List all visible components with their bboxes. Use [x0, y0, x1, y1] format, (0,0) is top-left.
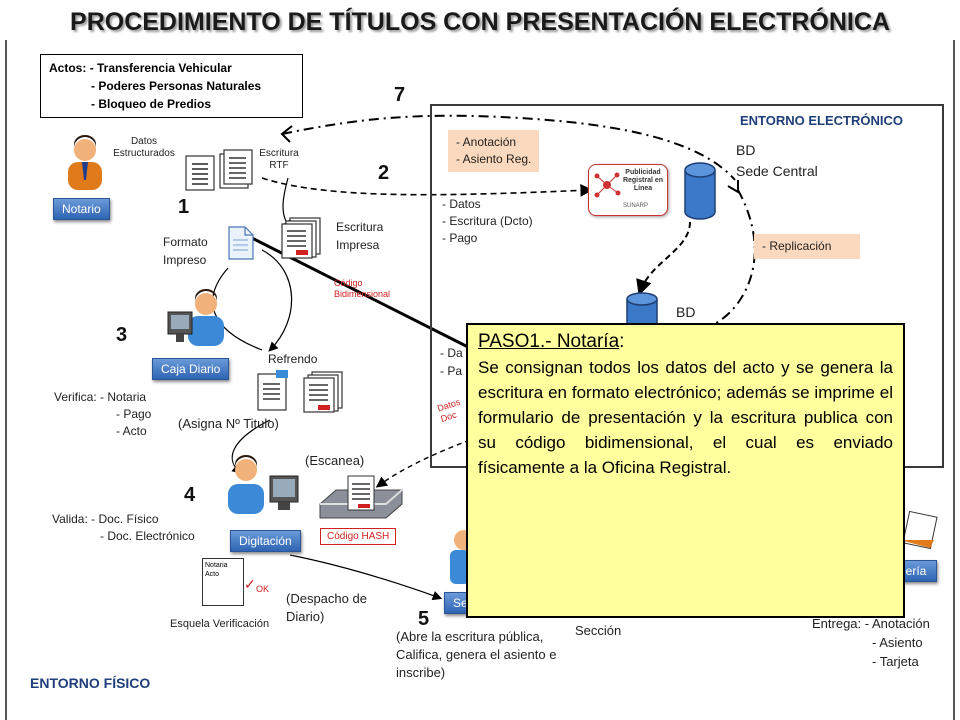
esquela-document-icon: Notaria Acto — [202, 558, 244, 606]
structured-documents-icon — [185, 149, 253, 191]
anotacion-box: - Anotación - Asiento Reg. — [448, 130, 540, 172]
pago-partial: - Pa — [440, 364, 463, 378]
formato-impreso-label: Formato Impreso — [163, 235, 208, 267]
datos-partial: - Da — [440, 346, 463, 360]
step-5-number: 5 — [418, 608, 430, 630]
popup-colon: : — [619, 331, 625, 352]
step-7-number: 7 — [394, 84, 406, 106]
refrendo-label: Refrendo — [268, 352, 318, 366]
page-title: PROCEDIMIENTO DE TÍTULOS CON PRESENTACIÓ… — [70, 8, 890, 36]
arrow-impresa-refrendo — [261, 249, 293, 352]
entrega-block: Entrega: - Anotación - Asiento - Tarjeta — [812, 614, 930, 671]
ok-label: OK — [256, 584, 270, 594]
publicidad-registral-logo: Publicidad Registral en Línea SUNARP — [588, 164, 668, 216]
anotacion-item: - Anotación — [456, 135, 517, 149]
entrega-label: Entrega: — [812, 616, 862, 631]
escritura-impresa-label: Escritura Impresa — [336, 220, 384, 252]
verifica-item: - Pago — [116, 407, 152, 421]
publicidad-label: Publicidad Registral en Línea — [622, 169, 664, 192]
popup-body: Se consignan todos los datos del acto y … — [478, 358, 893, 477]
abre-label: (Abre la escritura pública, Califica, ge… — [396, 629, 557, 680]
role-caja-diario: Caja Diario — [152, 358, 230, 380]
check-icon: ✓ — [244, 576, 256, 592]
entrega-item: - Asiento — [872, 635, 923, 650]
valida-block: Valida: - Doc. Físico - Doc. Electrónico — [52, 511, 195, 545]
physical-environment-label: ENTORNO FÍSICO — [30, 675, 151, 691]
valida-item: - Doc. Físico — [91, 512, 159, 526]
asigna-titulo-label: (Asigna Nº Titulo) — [178, 416, 279, 431]
acts-label: Actos: — [49, 61, 87, 75]
role-mensajeria-partial: jería — [898, 560, 938, 582]
bd-secondary-label: BD — [676, 304, 696, 320]
entrega-item: - Anotación — [864, 616, 930, 631]
datos-estructurados-label: Datos Estructurados — [113, 136, 175, 159]
escritura-impresa-icon — [281, 217, 321, 259]
arrow-digitacion-seccion — [289, 554, 443, 601]
sede-central-label: Sede Central — [736, 163, 818, 179]
popup-heading: PASO1.- Notaría: — [478, 331, 893, 353]
network-icon — [594, 172, 621, 198]
seccion-label: Sección — [575, 623, 622, 638]
verifica-label: Verifica: — [54, 390, 97, 404]
bd-label: BD — [736, 142, 756, 158]
acts-box: Actos: - Transferencia Vehicular - Poder… — [40, 54, 303, 118]
step-1-number: 1 — [178, 196, 190, 218]
database-secondary-icon — [626, 292, 658, 330]
arrow-bd-down — [636, 221, 691, 296]
step-3-number: 3 — [116, 324, 128, 346]
replicacion-box: - Replicación — [754, 234, 860, 259]
arrow-formato-refrendo — [212, 267, 263, 351]
datos-item: - Datos — [442, 197, 481, 211]
caja-person-icon — [167, 289, 224, 346]
electronic-environment-label: ENTORNO ELECTRÓNICO — [740, 113, 903, 128]
notario-person-icon — [68, 135, 102, 190]
bd-central-label: BD Sede Central — [736, 140, 818, 182]
mensajeria-documents-icon — [900, 510, 938, 550]
codigo-hash-label: Código HASH — [320, 528, 397, 545]
role-notario: Notario — [53, 198, 110, 220]
database-central-icon — [684, 162, 716, 220]
arc-step-7 — [281, 114, 736, 181]
acts-row-1: Actos: - Transferencia Vehicular — [49, 59, 294, 77]
formato-impreso-icon — [228, 226, 254, 260]
step-4-number: 4 — [184, 484, 196, 506]
datos-item: - Escritura (Dcto) — [442, 214, 533, 228]
notaria-acto-label: Notaria Acto — [205, 562, 228, 578]
escanea-label: (Escanea) — [305, 453, 365, 468]
step-2-number: 2 — [378, 162, 390, 184]
acts-item: - Transferencia Vehicular — [89, 61, 232, 75]
codigo-bidimensional-label: Código Bidimensional — [334, 278, 391, 299]
verifica-item: - Acto — [116, 424, 147, 438]
digitacion-person-icon — [228, 455, 299, 514]
scanner-icon — [319, 475, 403, 519]
acts-item: - Poderes Personas Naturales — [91, 79, 262, 93]
esquela-label: Esquela Verificación — [170, 618, 270, 630]
verifica-block: Verifica: - Notaria - Pago - Acto — [54, 389, 151, 440]
datos-item: - Pago — [442, 231, 478, 245]
entrega-item: - Tarjeta — [872, 654, 919, 669]
refrendo-documents-icon — [257, 370, 343, 413]
anotacion-item: - Asiento Reg. — [456, 152, 532, 166]
popup-title: PASO1.- Notaría — [478, 331, 620, 352]
arrow-step-2 — [261, 177, 594, 197]
acts-item: - Bloqueo de Predios — [91, 97, 212, 111]
verifica-item: - Notaria — [100, 390, 147, 404]
valida-item: - Doc. Electrónico — [100, 529, 195, 543]
despacho-label: (Despacho de Diario) — [286, 591, 367, 624]
role-seccion-partial: Se — [444, 592, 471, 614]
arrow-escanea — [375, 439, 471, 488]
datos-list: - Datos - Escritura (Dcto) - Pago — [442, 196, 533, 247]
step-1-info-popup: PASO1.- Notaría: Se consignan todos los … — [466, 323, 905, 618]
escritura-rtf-label: Escritura RTF — [259, 148, 299, 171]
sunarp-label: SUNARP — [623, 203, 649, 209]
role-digitacion: Digitación — [230, 530, 301, 552]
valida-label: Valida: — [52, 512, 88, 526]
